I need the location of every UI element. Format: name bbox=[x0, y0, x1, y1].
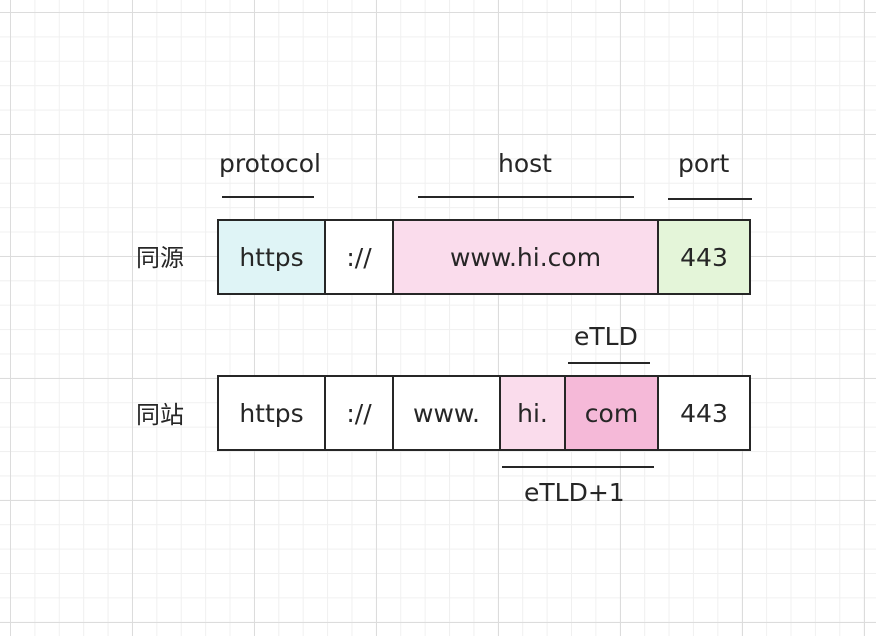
etld-plus-one-underline bbox=[502, 466, 654, 468]
same-origin-url-row: https :// www.hi.com 443 bbox=[217, 219, 751, 295]
site-protocol-cell: https bbox=[219, 377, 326, 449]
site-domain-cell: hi. bbox=[501, 377, 566, 449]
protocol-underline bbox=[222, 196, 314, 198]
etld-underline bbox=[568, 362, 650, 364]
port-label: port bbox=[678, 149, 730, 178]
origin-host-cell: www.hi.com bbox=[394, 221, 659, 293]
origin-separator-cell: :// bbox=[326, 221, 394, 293]
protocol-label: protocol bbox=[219, 149, 321, 178]
port-underline bbox=[668, 198, 752, 200]
origin-protocol-cell: https bbox=[219, 221, 326, 293]
same-site-url-row: https :// www. hi. com 443 bbox=[217, 375, 751, 451]
site-subdomain-cell: www. bbox=[394, 377, 501, 449]
origin-port-cell: 443 bbox=[659, 221, 749, 293]
site-tld-cell: com bbox=[566, 377, 659, 449]
etld-plus-one-label: eTLD+1 bbox=[524, 478, 625, 507]
host-underline bbox=[418, 196, 634, 198]
site-separator-cell: :// bbox=[326, 377, 394, 449]
host-label: host bbox=[498, 149, 552, 178]
site-port-cell: 443 bbox=[659, 377, 749, 449]
same-origin-label: 同源 bbox=[136, 244, 184, 272]
same-site-label: 同站 bbox=[136, 401, 184, 429]
etld-label: eTLD bbox=[574, 322, 638, 351]
